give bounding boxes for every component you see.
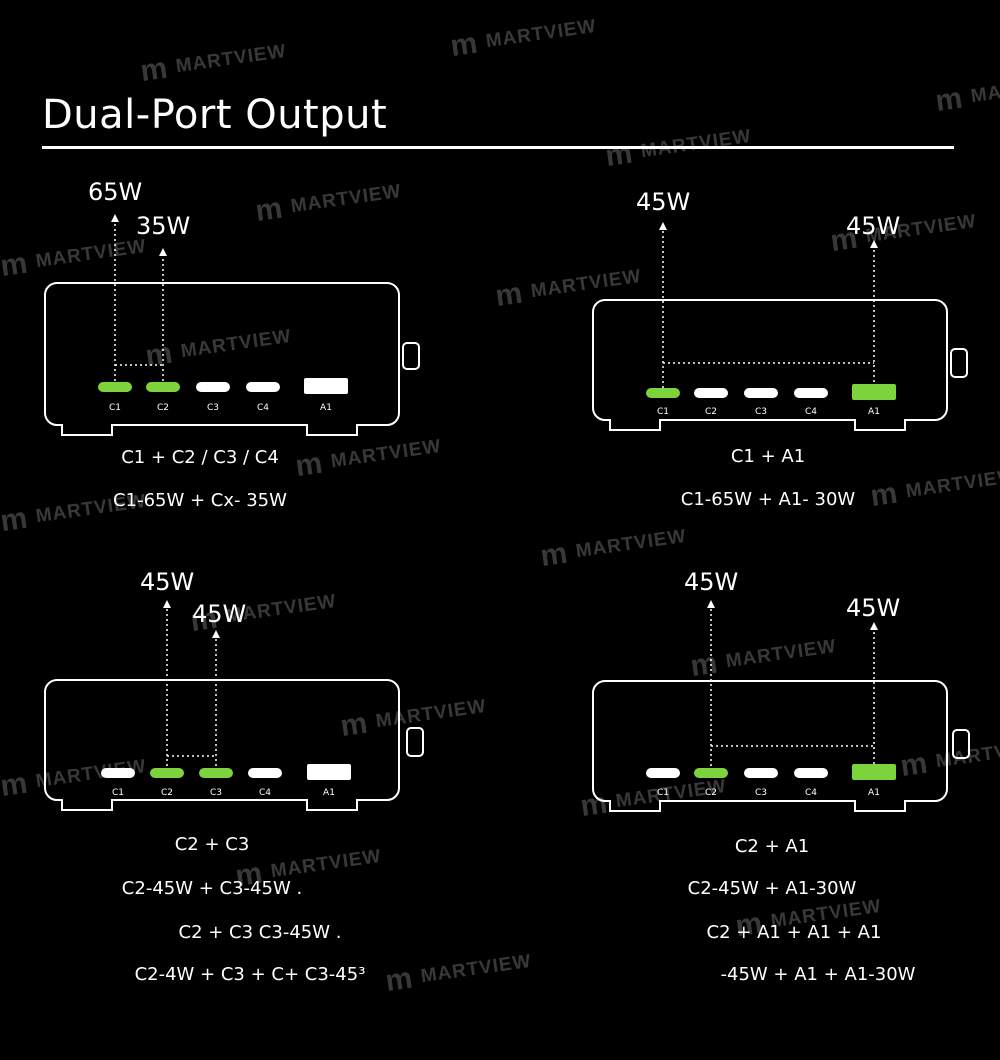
caption: C2 + A1 — [734, 836, 810, 857]
port-label-c2: C2 — [161, 788, 173, 798]
watt-label: 45W — [636, 188, 691, 216]
watt-label: 65W — [88, 178, 143, 206]
port-c1-active — [98, 382, 132, 392]
charger-outline — [44, 282, 400, 436]
charger-diagram: C1 C2 C3 C4 A1 — [44, 600, 424, 811]
port-c1-active — [646, 388, 680, 398]
arrow-head — [707, 600, 715, 608]
port-label-a1: A1 — [868, 407, 880, 417]
watt-label: 35W — [136, 212, 191, 240]
charger-outline — [592, 299, 948, 431]
port-c4 — [246, 382, 280, 392]
port-a1-active — [852, 384, 896, 400]
caption: C2-45W + A1-30W — [687, 878, 857, 899]
port-label-c1: C1 — [657, 407, 669, 417]
port-c2 — [694, 388, 728, 398]
panel-c1-cx: C1 C2 C3 C4 A1 65W 35W C1 + C2 / C3 / C4… — [0, 160, 420, 660]
arrow-head — [870, 622, 878, 630]
page-title: Dual-Port Output — [42, 92, 388, 138]
caption: C2 + C3 C3-45W . — [178, 922, 342, 943]
port-label-a1: A1 — [323, 788, 335, 798]
port-a1-active — [852, 764, 896, 780]
port-label-c1: C1 — [657, 788, 669, 798]
caption: C2 + C3 — [174, 834, 250, 855]
charger-diagram: C1 C2 C3 C4 A1 — [44, 214, 420, 436]
arrow-head — [159, 248, 167, 256]
port-c4 — [248, 768, 282, 778]
caption: C1 + C2 / C3 / C4 — [121, 447, 279, 468]
panel-c2-a1: C1 C2 C3 C4 A1 45W 45W C2 + A1 C2-45W + … — [548, 560, 970, 1060]
port-c3 — [744, 388, 778, 398]
port-c2-active — [146, 382, 180, 392]
panel-c1-a1: C1 C2 C3 C4 A1 45W 45W C1 + A1 C1-65W + … — [548, 160, 968, 660]
port-c2-active — [694, 768, 728, 778]
watt-label: 45W — [846, 594, 901, 622]
port-c4 — [794, 768, 828, 778]
port-c3 — [744, 768, 778, 778]
arrow-head — [212, 630, 220, 638]
port-label-c1: C1 — [109, 403, 121, 413]
caption: C1-65W + A1- 30W — [680, 489, 856, 510]
arrow-head — [870, 240, 878, 248]
port-label-c1: C1 — [112, 788, 124, 798]
port-label-c3: C3 — [755, 407, 767, 417]
port-label-c4: C4 — [805, 407, 817, 417]
port-label-a1: A1 — [868, 788, 880, 798]
charger-outline — [592, 680, 948, 812]
caption: -45W + A1 + A1-30W — [720, 964, 916, 985]
watt-label: 45W — [192, 600, 247, 628]
side-knob — [952, 729, 970, 759]
port-label-c2: C2 — [705, 407, 717, 417]
side-knob — [950, 348, 968, 378]
port-c1 — [646, 768, 680, 778]
port-c3 — [196, 382, 230, 392]
caption: C2-45W + C3-45W . — [121, 878, 303, 899]
port-a1 — [304, 378, 348, 394]
port-label-c2: C2 — [705, 788, 717, 798]
arrow-head — [659, 222, 667, 230]
charger-diagram: C1 C2 C3 C4 A1 — [592, 600, 970, 812]
port-c3-active — [199, 768, 233, 778]
arrow-head — [111, 214, 119, 222]
charger-outline — [44, 679, 400, 811]
arrow-head — [163, 600, 171, 608]
charger-diagram: C1 C2 C3 C4 A1 — [592, 222, 968, 431]
port-label-c4: C4 — [259, 788, 271, 798]
panel-c2-c3: C1 C2 C3 C4 A1 45W 45W C2 + C3 C2-45W + … — [0, 560, 424, 1060]
port-label-c3: C3 — [207, 403, 219, 413]
port-a1 — [307, 764, 351, 780]
caption: C2-4W + C3 + C+ C3-45³ — [134, 964, 366, 985]
watt-label: 45W — [846, 212, 901, 240]
watt-label: 45W — [684, 568, 739, 596]
port-label-c4: C4 — [257, 403, 269, 413]
port-c1 — [101, 768, 135, 778]
port-label-a1: A1 — [320, 403, 332, 413]
side-knob — [406, 727, 424, 757]
side-knob — [402, 342, 420, 370]
port-c4 — [794, 388, 828, 398]
watt-label: 45W — [140, 568, 195, 596]
port-label-c3: C3 — [755, 788, 767, 798]
port-label-c2: C2 — [157, 403, 169, 413]
title-rule — [42, 146, 954, 149]
caption: C1 + A1 — [730, 446, 806, 467]
port-label-c4: C4 — [805, 788, 817, 798]
port-c2-active — [150, 768, 184, 778]
caption: C1-65W + Cx- 35W — [113, 490, 287, 511]
port-label-c3: C3 — [210, 788, 222, 798]
caption: C2 + A1 + A1 + A1 — [706, 922, 882, 943]
